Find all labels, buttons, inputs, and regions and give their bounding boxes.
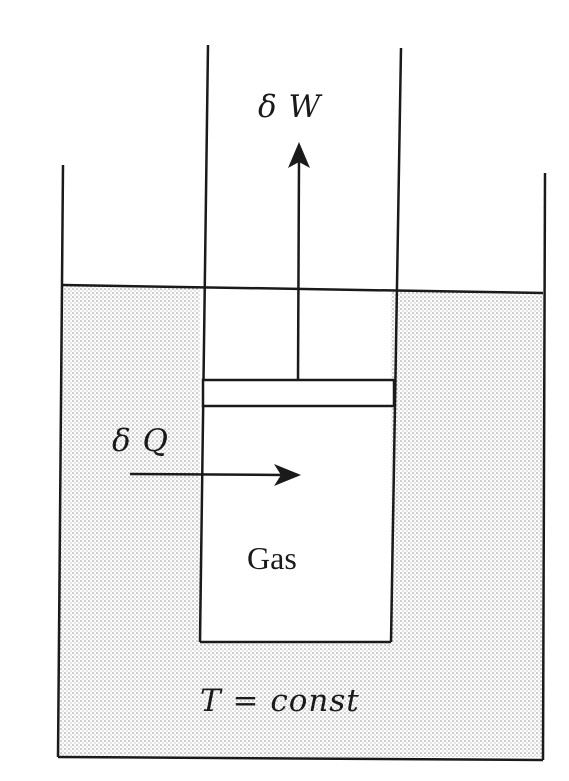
temperature-label: T = const [200,683,360,719]
bath-bottom [57,755,544,762]
bath-left-wall [56,164,65,758]
cylinder-left-wall [198,44,210,643]
gas-label: Gas [247,540,297,576]
bath-water-surface [62,283,544,295]
heat-label: δ Q [112,423,169,459]
work-label: δ W [258,89,322,125]
heat-arrow-shaft [129,472,285,477]
piston [201,378,396,408]
heat-arrow-head [274,464,301,486]
heat-bath-fill [58,285,543,757]
work-arrow-shaft [296,159,301,381]
cylinder-right-wall [389,47,403,643]
work-arrow-head [288,142,310,168]
bath-right-wall [541,172,547,761]
